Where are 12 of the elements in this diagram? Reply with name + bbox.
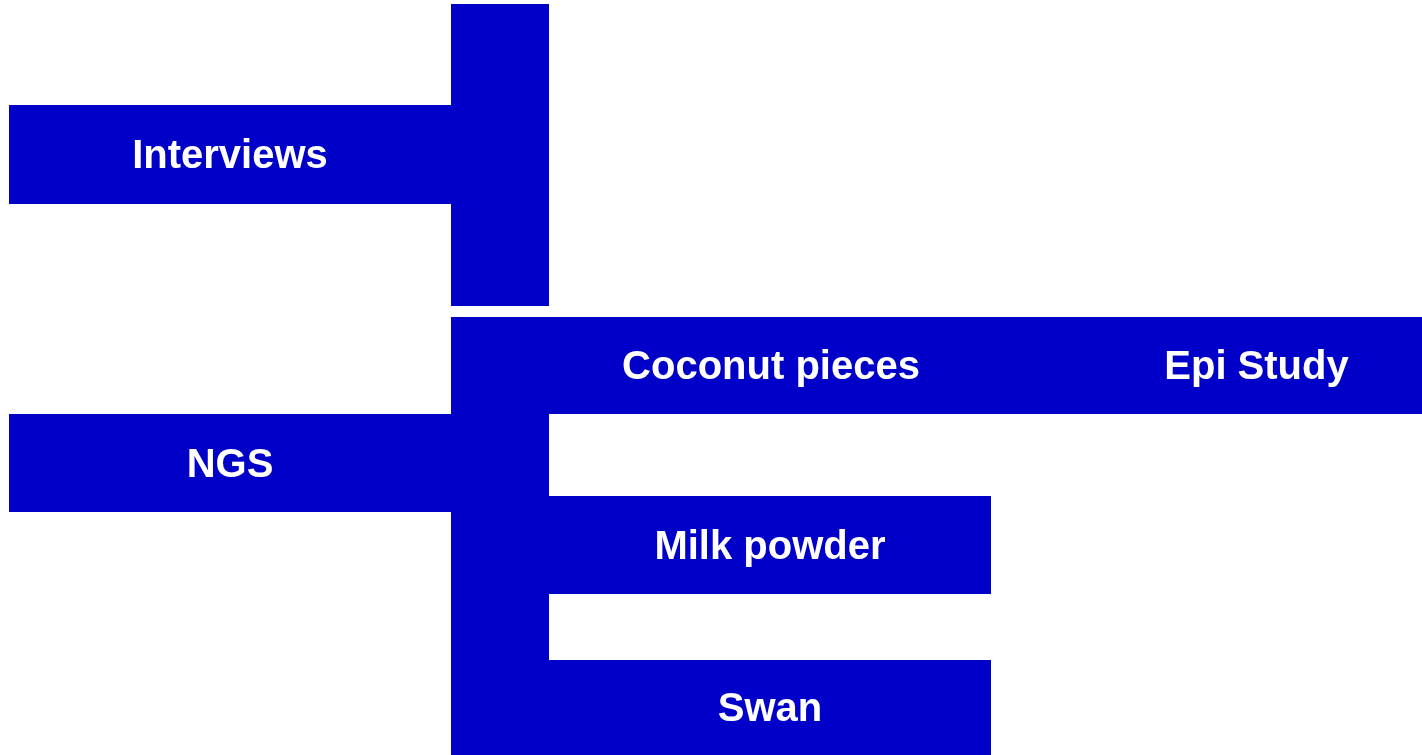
bar-label: Swan bbox=[717, 685, 823, 730]
bar-label: Epi Study bbox=[1164, 343, 1349, 388]
bar-label: Interviews bbox=[132, 132, 328, 177]
connector-bar bbox=[451, 4, 549, 306]
bar-label: NGS bbox=[186, 440, 274, 486]
label-bar bbox=[549, 660, 991, 755]
label-bar bbox=[9, 414, 451, 512]
bar-label: Coconut pieces bbox=[622, 343, 920, 388]
bar-label: Milk powder bbox=[654, 522, 886, 568]
label-bar bbox=[9, 105, 451, 204]
label-bar bbox=[451, 317, 1422, 414]
label-bar bbox=[549, 496, 991, 594]
